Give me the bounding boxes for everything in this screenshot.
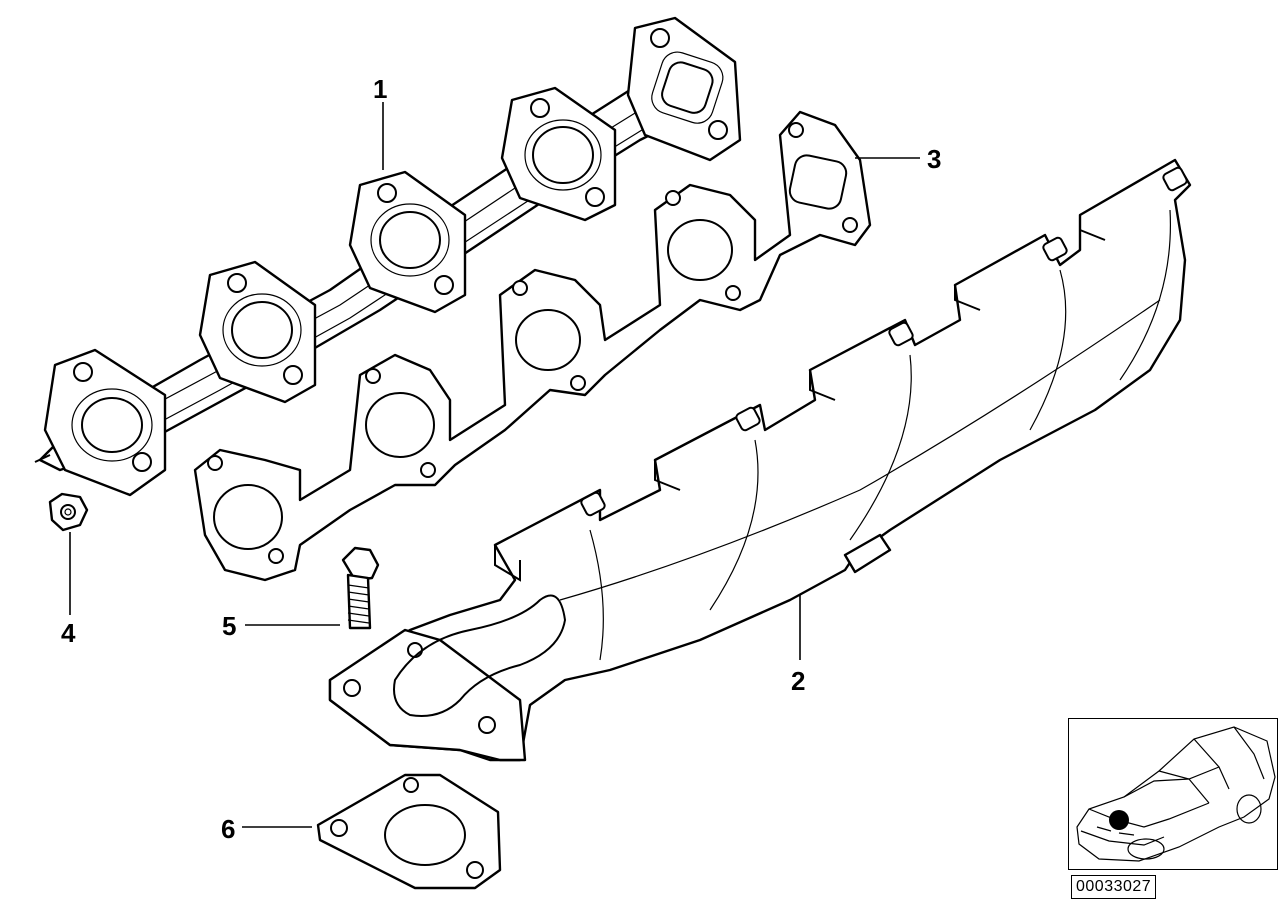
part-5-stud-bolt[interactable] — [341, 546, 380, 630]
part-3-manifold-gasket[interactable] — [193, 110, 872, 582]
car-outline-icon — [1076, 726, 1276, 862]
part-1-flange-b — [198, 260, 317, 404]
diagram-part-number: 00033027 — [1071, 875, 1157, 899]
leader-lines — [69, 102, 920, 828]
location-marker-icon — [1109, 810, 1129, 830]
part-4-hex-nut[interactable] — [48, 492, 89, 532]
callout-6: 6 — [221, 814, 235, 844]
callout-3: 3 — [927, 144, 941, 174]
callout-5: 5 — [222, 611, 236, 641]
part-1-flange-d — [500, 86, 617, 222]
part-1-exhaust-manifold[interactable] — [34, 16, 742, 497]
callout-2: 2 — [791, 666, 805, 696]
part-1-flange-a — [43, 348, 167, 497]
callout-labels: 1 2 3 4 5 6 — [61, 74, 941, 844]
part-6-outlet-gasket[interactable] — [316, 773, 502, 890]
callout-1: 1 — [373, 74, 387, 104]
vehicle-locator-thumbnail — [1068, 718, 1278, 870]
part-2-exhaust-manifold[interactable] — [328, 158, 1192, 762]
part-1-flange-e — [626, 16, 742, 162]
callout-4: 4 — [61, 618, 76, 648]
part-1-flange-c — [348, 170, 467, 314]
part-2-port-tabs — [494, 166, 1188, 582]
